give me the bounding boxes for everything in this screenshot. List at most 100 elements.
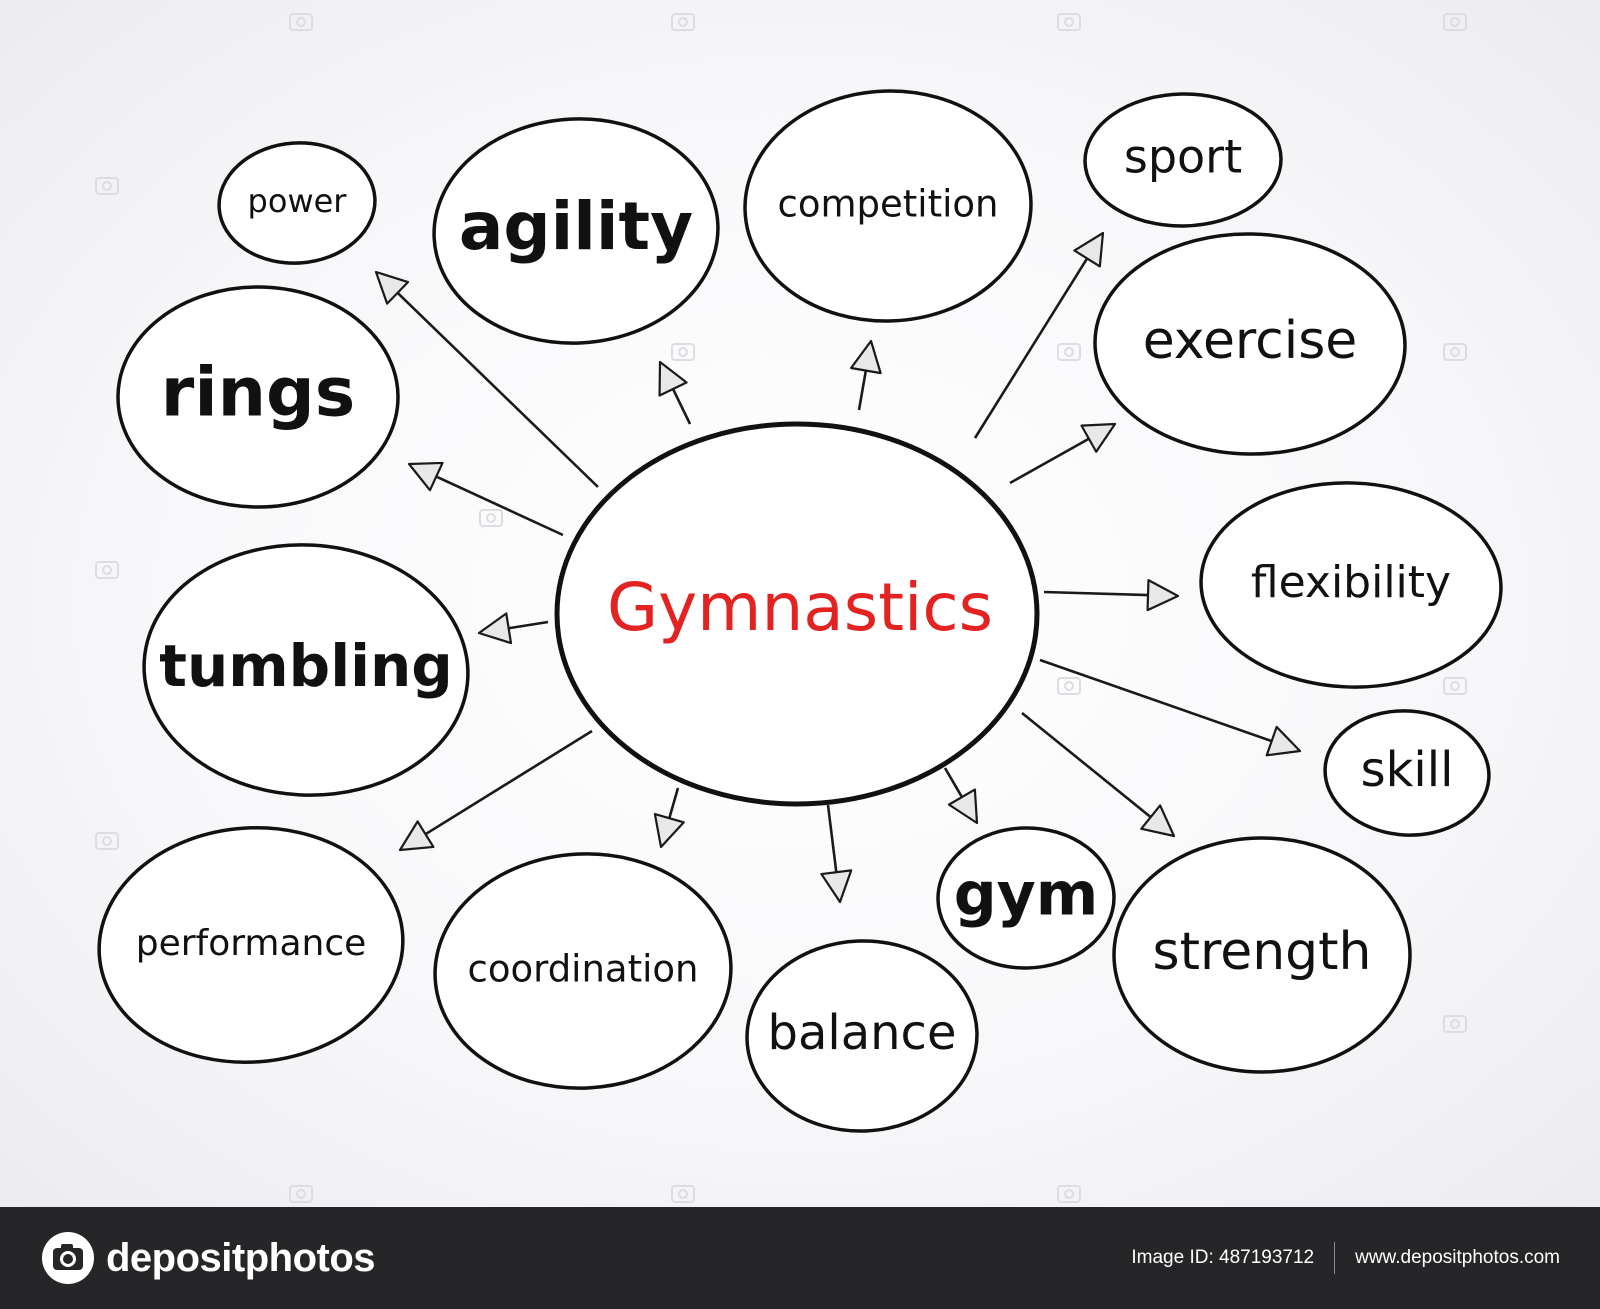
watermark-camera-icon [289,13,313,31]
center-node: Gymnastics [554,421,1040,807]
watermark-camera-icon [1057,343,1081,361]
node-strength: strength [1112,836,1412,1074]
node-bubble [745,939,979,1133]
arrowhead-strength [1140,804,1176,838]
arrowhead-tumbling [477,612,513,645]
image-id: Image ID: 487193712 [1131,1247,1315,1268]
watermark-camera-icon [479,509,503,527]
arrowhead-balance [820,869,853,904]
watermark-camera-icon [95,561,119,579]
node-gym: gym [936,826,1116,970]
arrowhead-performance [398,820,435,852]
node-bubble [936,826,1116,970]
node-label-flexibility: flexibility [1251,557,1451,608]
node-label-balance: balance [768,1005,957,1061]
node-label-sport: sport [1124,130,1242,184]
node-bubble [1112,836,1412,1074]
footer-meta: Image ID: 487193712 www.depositphotos.co… [1131,1242,1560,1274]
connector-exercise [1009,437,1090,485]
node-label-gym: gym [954,860,1099,930]
footer-divider [1334,1242,1336,1274]
node-sport: sport [1083,92,1283,228]
connector-strength [1021,711,1152,819]
node-label-exercise: exercise [1143,311,1358,371]
connector-competition [857,370,868,411]
brand[interactable]: depositphotos [40,1230,376,1286]
node-performance: performance [97,826,405,1064]
center-label: Gymnastics [607,569,993,646]
mindmap-diagram: power agility competition sport rings exercis… [95,13,1503,1203]
connector-gym [943,767,964,798]
brand-name: depositphotos [106,1235,376,1280]
watermark-camera-icon [671,343,695,361]
node-label-coordination: coordination [468,948,699,991]
node-label-power: power [248,182,348,220]
node-bubble [1323,709,1491,837]
connector-sport [973,257,1089,439]
watermark-camera-icon [95,177,119,195]
arrowhead-agility [658,360,688,397]
node-exercise: exercise [1093,232,1407,456]
node-label-strength: strength [1152,922,1371,982]
node-label-performance: performance [136,923,367,964]
connector-tumbling [508,620,549,630]
node-bubble [433,852,733,1090]
watermark-camera-icon [1443,1015,1467,1033]
watermark-camera-icon [1443,343,1467,361]
node-agility: agility [432,117,720,345]
node-bubble [743,89,1033,323]
mindmap-canvas: power agility competition sport rings exercis… [0,0,1600,1207]
node-bubble [1093,232,1407,456]
connector-flexibility [1043,590,1149,597]
node-tumbling: tumbling [142,543,470,797]
arrowhead-competition [849,339,882,375]
connector-agility [671,388,692,425]
node-bubble [432,117,720,345]
arrowhead-skill [1265,725,1302,757]
node-label-rings: rings [161,354,355,433]
node-rings: rings [116,285,400,509]
watermark-camera-icon [289,1185,313,1203]
arrowhead-flexibility [1146,579,1180,612]
node-label-skill: skill [1361,742,1454,798]
arrowhead-power [374,270,410,305]
arrowhead-rings [407,461,444,492]
node-balance: balance [745,939,979,1133]
node-bubble [1199,481,1503,689]
connector-performance [424,729,593,836]
arrowhead-exercise [1080,422,1117,453]
watermark-camera-icon [95,832,119,850]
connector-skill [1039,658,1273,743]
watermark-camera-icon [671,13,695,31]
node-coordination: coordination [433,852,733,1090]
center-bubble [554,421,1040,807]
camera-logo-icon [42,1232,94,1284]
node-skill: skill [1323,709,1491,837]
node-bubble [1083,92,1283,228]
arrowhead-coordination [653,812,685,849]
edges-layer [374,231,1302,904]
node-bubble [116,285,400,509]
connector-rings [435,475,564,537]
watermark-camera-icon [1443,677,1467,695]
node-bubble [217,141,377,265]
footer-url[interactable]: www.depositphotos.com [1355,1247,1560,1268]
footer-bar: depositphotos Image ID: 487193712 www.de… [0,1207,1600,1309]
node-label-competition: competition [778,183,999,226]
connector-balance [826,804,838,873]
watermark-camera-icon [671,1185,695,1203]
watermark-camera-icon [1057,677,1081,695]
connector-coordination [668,787,680,819]
node-label-agility: agility [459,188,693,265]
nodes-layer: power agility competition sport rings exercis… [97,89,1503,1133]
node-bubble [142,543,470,797]
watermark-camera-icon [1057,1185,1081,1203]
watermark-camera-icon [1443,13,1467,31]
node-label-tumbling: tumbling [159,632,453,700]
connector-power [396,291,599,488]
watermark-camera-icon [1057,13,1081,31]
node-flexibility: flexibility [1199,481,1503,689]
node-bubble [97,826,405,1064]
arrowhead-gym [947,788,979,825]
node-power: power [217,141,377,265]
